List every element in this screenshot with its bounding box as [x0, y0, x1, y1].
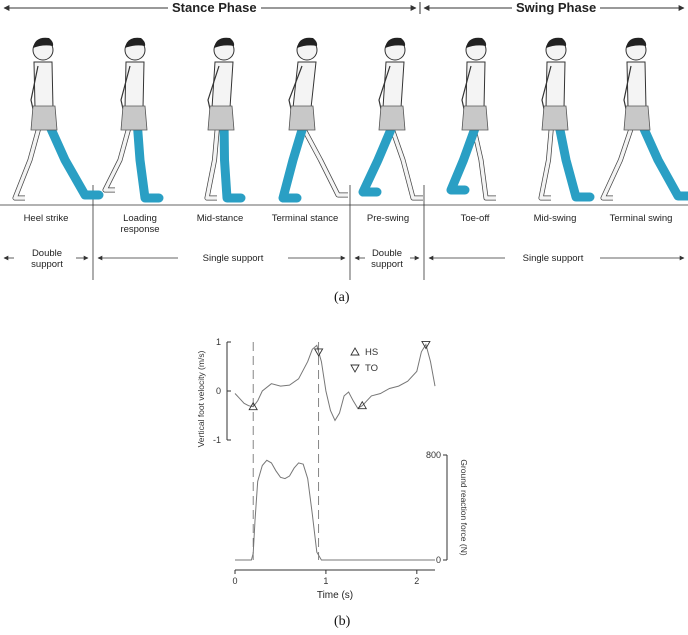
- legend-hs-label: HS: [365, 347, 378, 358]
- event-mid-swing: Mid-swing: [533, 213, 577, 224]
- hs-marker: [357, 400, 368, 410]
- support-dividers: [92, 185, 425, 280]
- double-support-label-1: Double support: [31, 248, 63, 270]
- caption-b: (b): [334, 614, 351, 629]
- time-x-tick-label: 2: [414, 576, 419, 586]
- walking-figure-terminal-stance: [278, 37, 348, 203]
- to-marker: [313, 348, 324, 357]
- walking-figure-heel-strike: [12, 37, 104, 201]
- event-terminal-swing: Terminal swing: [609, 213, 673, 224]
- event-mid-stance: Mid-stance: [196, 213, 244, 224]
- velocity-y-label: Vertical foot velocity (m/s): [196, 350, 206, 447]
- double-support-label-2: Double support: [371, 248, 403, 270]
- event-loading-response: Loading response: [120, 213, 160, 235]
- velocity-y-tick-label: -1: [213, 435, 221, 445]
- single-support-label-1: Single support: [202, 253, 264, 264]
- velocity-y-tick-label: 1: [216, 337, 221, 347]
- time-x-tick-label: 0: [232, 576, 237, 586]
- force-y-label: Ground reaction force (N): [459, 459, 469, 556]
- time-x-label: Time (s): [317, 590, 353, 601]
- swing-phase-title: Swing Phase: [512, 0, 601, 15]
- caption-a: (a): [334, 290, 350, 305]
- force-y-tick-label: 800: [426, 450, 441, 460]
- walking-figure-mid-stance: [204, 37, 246, 203]
- force-series-line: [235, 459, 435, 561]
- velocity-y-tick-label: 0: [216, 386, 221, 396]
- velocity-series-line: [234, 343, 436, 422]
- event-heel-strike: Heel strike: [23, 213, 69, 224]
- to-marker: [421, 341, 431, 350]
- legend-to-marker: [350, 364, 360, 373]
- event-terminal-stance: Terminal stance: [271, 213, 339, 224]
- walking-figure-toe-off: [446, 37, 496, 201]
- walking-figures: [12, 37, 688, 203]
- walking-figure-loading-response: [102, 37, 164, 203]
- legend-to-label: TO: [365, 363, 378, 374]
- hs-marker: [248, 401, 258, 411]
- walking-figure-pre-swing: [358, 37, 423, 201]
- event-pre-swing: Pre-swing: [366, 213, 410, 224]
- walking-figure-terminal-swing: [600, 37, 688, 201]
- legend-hs-marker: [350, 347, 360, 356]
- event-toe-off: Toe-off: [460, 213, 490, 224]
- single-support-label-2: Single support: [522, 253, 584, 264]
- force-y-tick-label: 0: [436, 555, 441, 565]
- time-x-tick-label: 1: [323, 576, 328, 586]
- gait-cycle-diagram: [0, 2, 688, 280]
- walking-figure-mid-swing: [538, 37, 595, 202]
- stance-phase-title: Stance Phase: [168, 0, 261, 15]
